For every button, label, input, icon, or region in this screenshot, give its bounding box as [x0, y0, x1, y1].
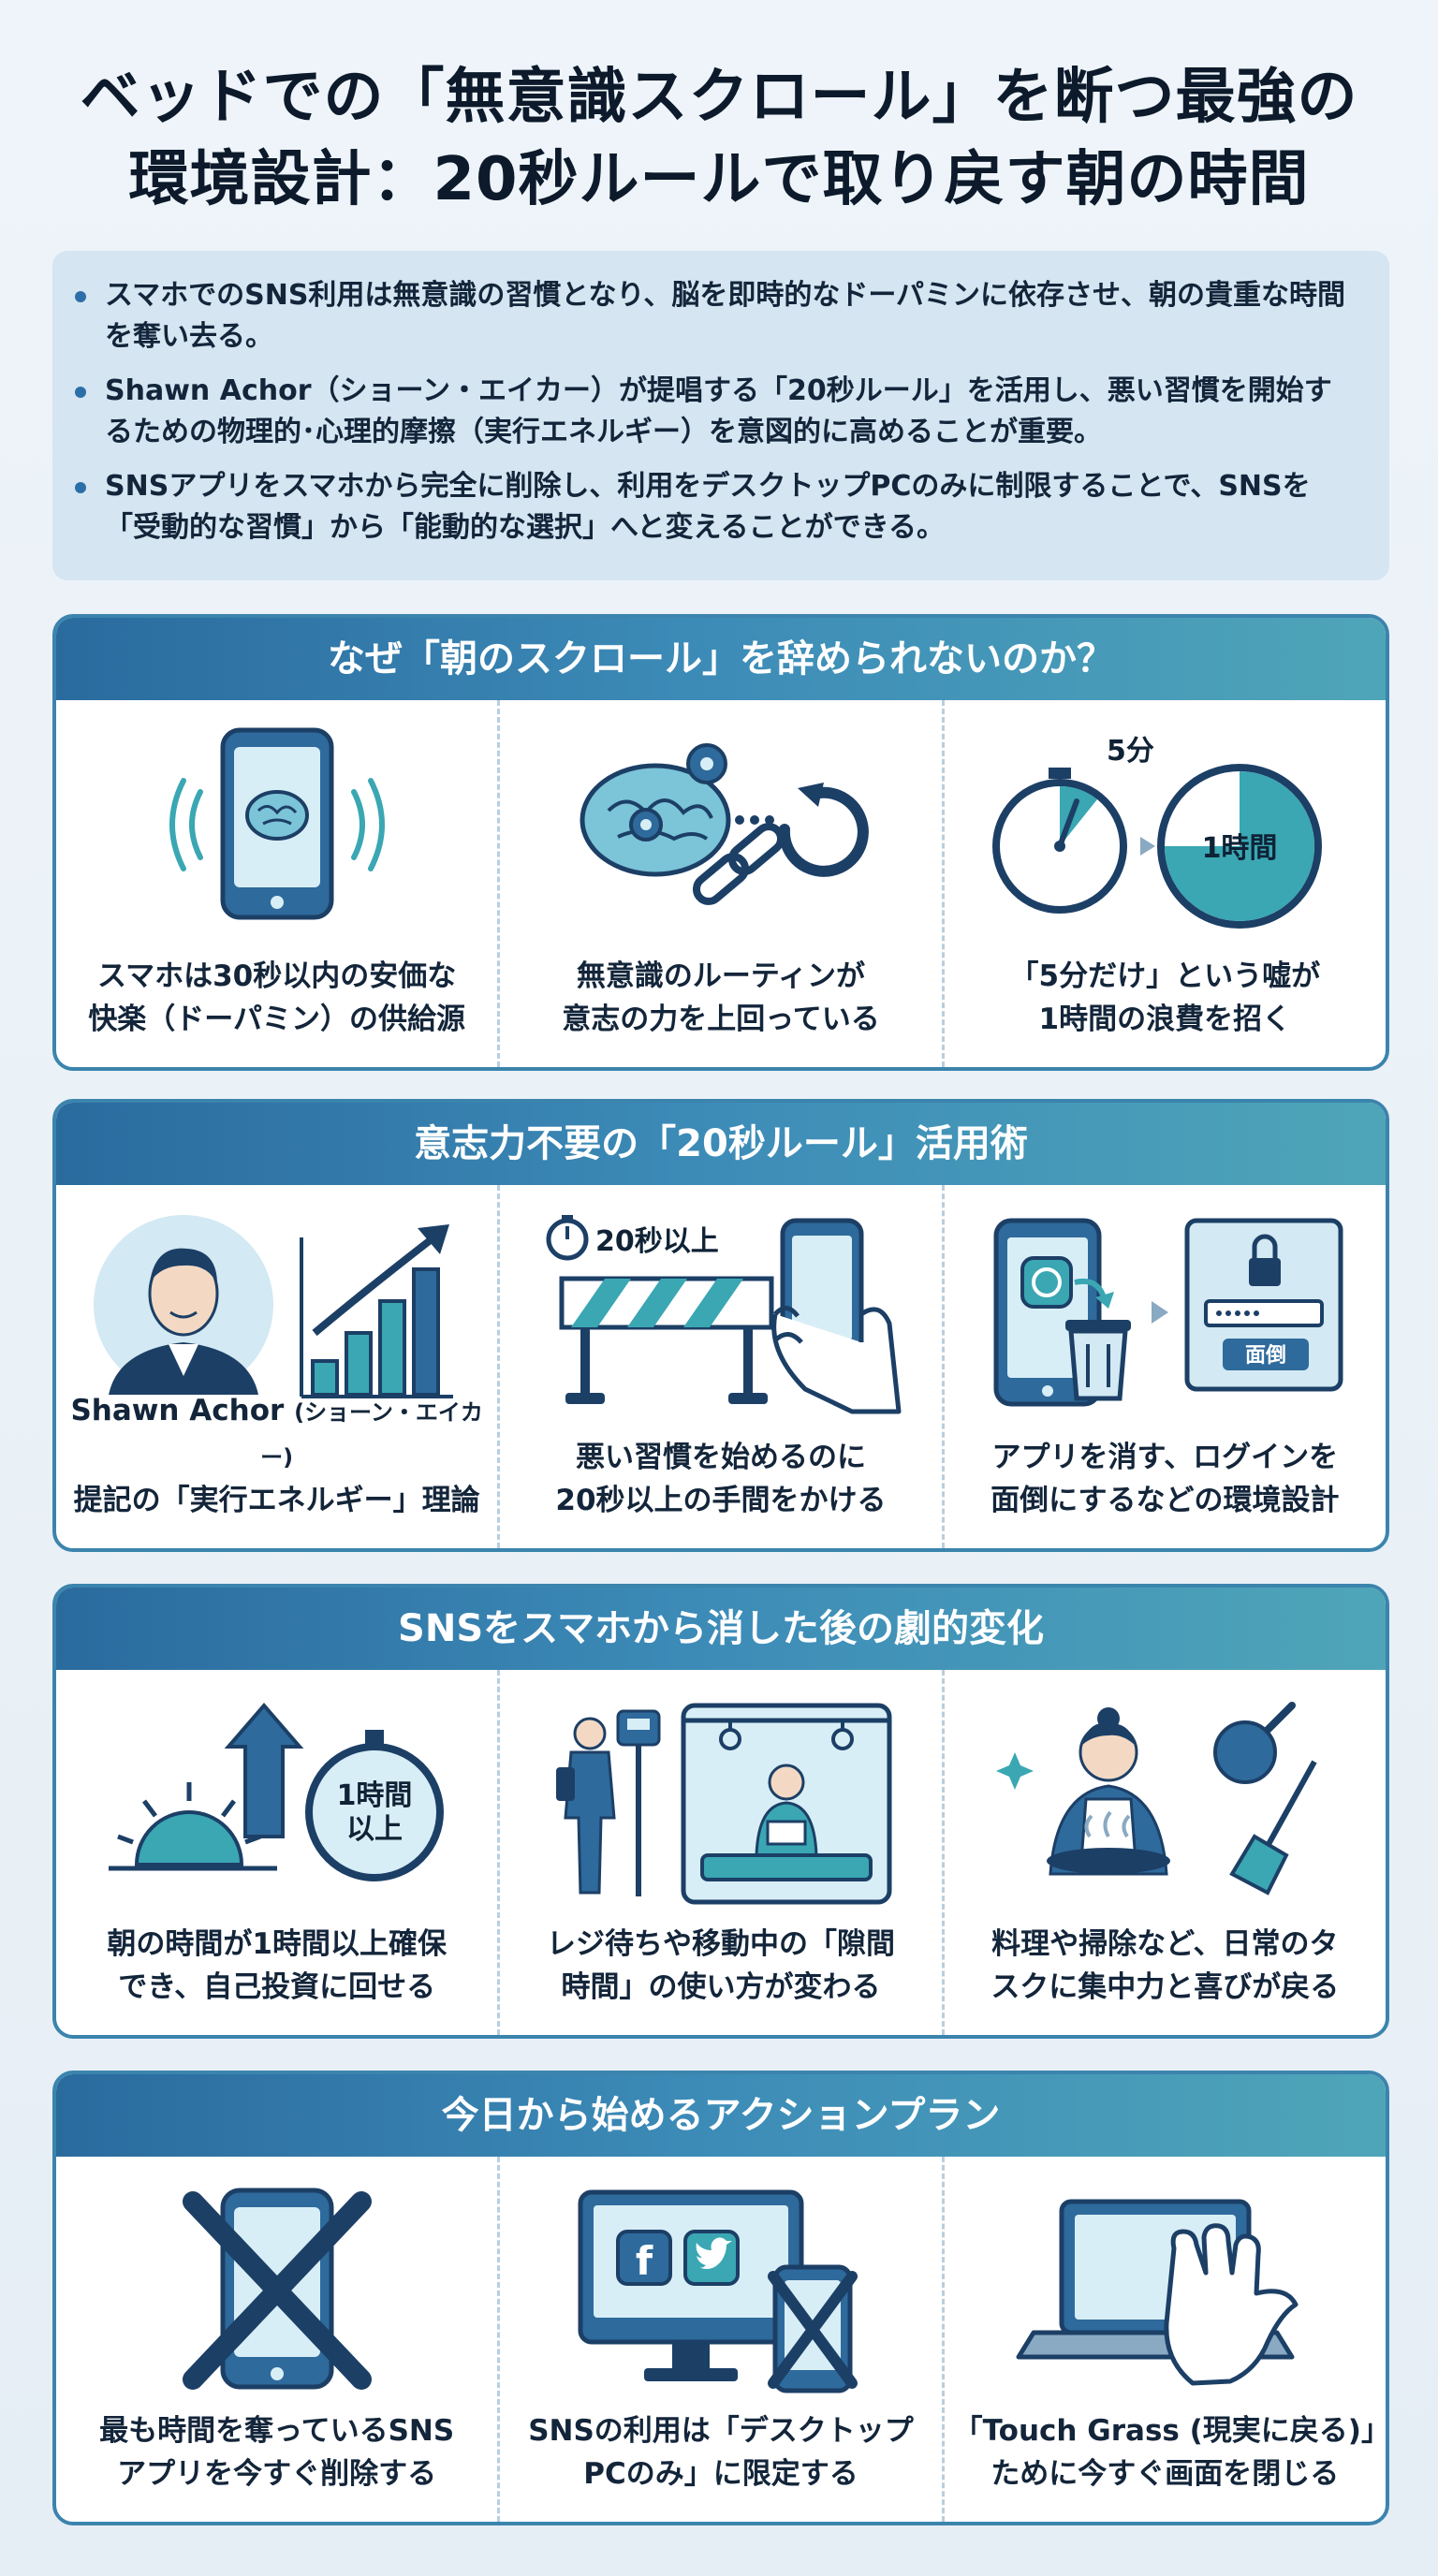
cooking-cleaning-icon	[996, 1702, 1317, 1895]
card-caption: 快楽（ドーパミン）の供給源	[88, 1003, 466, 1036]
card-caption: 時間」の使い方が変わる	[561, 1970, 881, 2004]
card-caption: 朝の時間が1時間以上確保	[107, 1927, 447, 1961]
card-caption: 20秒以上の手間をかける	[555, 1484, 887, 1517]
card-caption: スクに集中力と喜びが戻る	[990, 1970, 1340, 2004]
summary-item: Shawn Achor（ショーン・エイカー）が提唱する「20秒ルール」を活用し、…	[75, 371, 1352, 453]
card-caption: 悪い習慣を始めるのに	[575, 1441, 866, 1474]
card-caption: アプリを今すぐ削除する	[117, 2457, 437, 2491]
feature-card: 面倒 アプリを消す、ログインを 面倒にするなどの環境設計	[941, 1185, 1386, 1548]
section-why: なぜ「朝のスクロール」を辞められないのか？ スマホは30秒以内の安価な 快楽（ド…	[52, 614, 1389, 1071]
card-caption: アプリを消す、ログインを	[991, 1441, 1339, 1474]
desktop-sns-icon: f	[578, 2189, 858, 2393]
card-caption: ために今すぐ画面を閉じる	[990, 2457, 1340, 2491]
card-caption: Shawn Achor	[70, 1394, 285, 1427]
feature-card: 最も時間を奪っているSNS アプリを今すぐ削除する	[56, 2157, 497, 2522]
card-caption: スマホは30秒以内の安価な	[97, 959, 457, 993]
card-caption: SNSの利用は「デスクトップ	[528, 2414, 914, 2448]
section-20sec-rule: 意志力不要の「20秒ルール」活用術 Shawn Achor (ショーン・エ	[52, 1099, 1389, 1552]
section-after: SNSをスマホから消した後の劇的変化 1時間 以上 朝の時間が1時間以上確保 で…	[52, 1584, 1389, 2039]
feature-card: f SNSの利用は「デスクトップ PCのみ」に限定する	[497, 2157, 941, 2522]
feature-card: 5分 1時間 「5分だけ」という嘘が 1時間の浪費を招く	[941, 700, 1386, 1067]
title-line-2: 環境設計：20秒ルールで取り戻す朝の時間	[128, 145, 1310, 214]
feature-card: 「Touch Grass (現実に戻る)」 ために今すぐ画面を閉じる	[941, 2157, 1389, 2522]
feature-card: 1時間 以上 朝の時間が1時間以上確保 でき、自己投資に回せる	[56, 1670, 497, 2035]
summary-item: SNSアプリをスマホから完全に削除し、利用をデスクトップPCのみに制限することで…	[75, 466, 1352, 549]
card-caption: 無意識のルーティンが	[576, 959, 866, 993]
card-caption: 面倒にするなどの環境設計	[990, 1484, 1340, 1517]
section-heading: 今日から始めるアクションプラン	[56, 2074, 1386, 2157]
section-action-plan: 今日から始めるアクションプラン 最も時間を奪っているSNS アプリを今すぐ削除す…	[52, 2071, 1389, 2525]
feature-card: 料理や掃除など、日常のタ スクに集中力と喜びが戻る	[941, 1670, 1386, 2035]
section-heading: SNSをスマホから消した後の劇的変化	[56, 1588, 1386, 1670]
card-caption: 1時間の浪費を招く	[1038, 1003, 1292, 1036]
label-1hour: 1時間	[336, 1779, 412, 1812]
card-caption: レジ待ちや移動中の「隙間	[546, 1927, 895, 1961]
feature-card: 20秒以上 悪い習慣を始めるのに 20秒以上の手間をかける	[497, 1185, 941, 1548]
barrier-phone-icon: 20秒以上	[546, 1215, 902, 1414]
card-caption: 意志の力を上回っている	[562, 1003, 880, 1036]
feature-card: Shawn Achor (ショーン・エイカー) 提記の「実行エネルギー」理論	[56, 1185, 497, 1548]
summary-box: スマホでのSNS利用は無意識の習慣となり、脳を即時的なドーパミンに依存させ、朝の…	[52, 251, 1389, 580]
laptop-close-icon	[1016, 2199, 1299, 2386]
clocks-icon: 5分 1時間	[992, 735, 1323, 929]
commute-icon	[555, 1703, 892, 1905]
summary-item: スマホでのSNS利用は無意識の習慣となり、脳を即時的なドーパミンに依存させ、朝の…	[75, 275, 1352, 358]
feature-card: 無意識のルーティンが 意志の力を上回っている	[497, 700, 941, 1067]
card-caption: (ショーン・エイカー)	[260, 1399, 483, 1471]
card-caption: でき、自己投資に回せる	[118, 1970, 436, 2004]
card-caption: 「Touch Grass (現実に戻る)」	[953, 2414, 1389, 2448]
card-caption: 料理や掃除など、日常のタ	[991, 1927, 1339, 1961]
page-title: ベッドでの「無意識スクロール」を断つ最強の 環境設計：20秒ルールで取り戻す朝の…	[0, 56, 1438, 221]
section-heading: なぜ「朝のスクロール」を辞められないのか？	[56, 618, 1386, 700]
section-heading: 意志力不要の「20秒ルール」活用術	[56, 1103, 1386, 1185]
svg-text:f: f	[636, 2238, 653, 2284]
phone-brain-icon	[169, 727, 385, 920]
label-5min: 5分	[1107, 735, 1154, 768]
label-or-more: 以上	[346, 1813, 403, 1846]
feature-card: スマホは30秒以内の安価な 快楽（ドーパミン）の供給源	[56, 700, 497, 1067]
label-1hour: 1時間	[1202, 832, 1278, 865]
person-chart-icon	[93, 1215, 453, 1398]
card-caption: PCのみ」に限定する	[583, 2457, 858, 2491]
delete-login-icon: 面倒	[993, 1218, 1343, 1407]
crossed-phone-icon	[182, 2188, 372, 2390]
label-20sec: 20秒以上	[595, 1225, 719, 1258]
feature-card: レジ待ちや移動中の「隙間 時間」の使い方が変わる	[497, 1670, 941, 2035]
card-caption: 提記の「実行エネルギー」理論	[73, 1484, 480, 1517]
login-button-label: 面倒	[1245, 1344, 1286, 1368]
card-caption: 「5分だけ」という嘘が	[1009, 959, 1321, 993]
title-line-1: ベッドでの「無意識スクロール」を断つ最強の	[80, 63, 1358, 132]
card-caption: 最も時間を奪っているSNS	[99, 2414, 455, 2448]
brain-chain-icon	[580, 743, 869, 905]
sunrise-clock-icon: 1時間 以上	[108, 1702, 444, 1881]
